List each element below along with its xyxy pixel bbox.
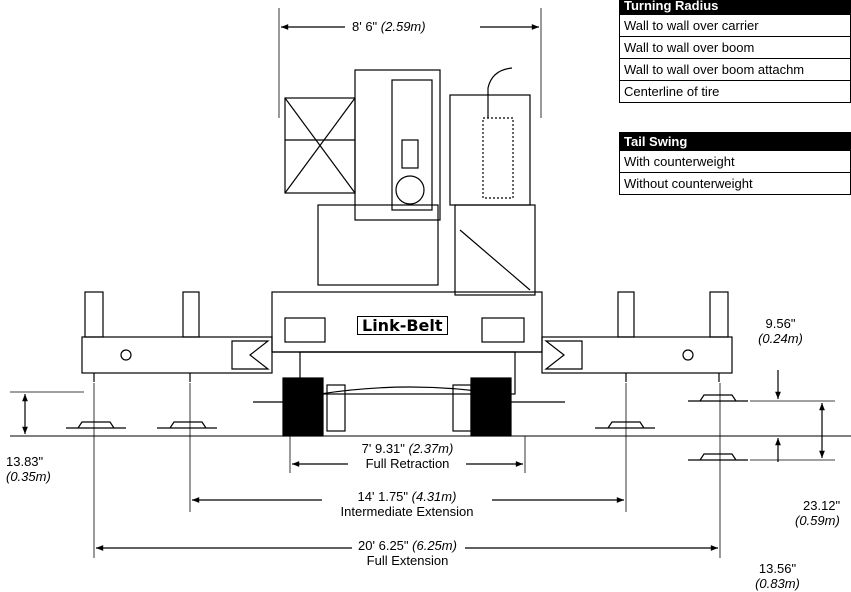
right-outrigger — [541, 291, 733, 382]
turning-radius-row: Wall to wall over carrier — [619, 14, 851, 37]
float-mid-label: 23.12" (0.59m) — [795, 498, 841, 528]
overall-width-label: 8' 6" (2.59m) — [352, 19, 426, 34]
turning-radius-row: Wall to wall over boom attachm — [619, 58, 851, 81]
full-extension-label: 20' 6.25" (6.25m) Full Extension — [358, 538, 457, 568]
full-retraction-label: 7' 9.31" (2.37m) Full Retraction — [361, 441, 454, 471]
turning-radius-row: Wall to wall over boom — [619, 36, 851, 59]
turning-radius-row: Centerline of tire — [619, 80, 851, 103]
float-pads — [66, 394, 748, 461]
float-top-label: 9.56" (0.24m) — [758, 316, 803, 346]
brand-logo: Link-Belt — [357, 316, 448, 335]
turning-radius-table: Turning Radius Wall to wall over carrier… — [619, 0, 851, 103]
tail-swing-row: With counterweight — [619, 150, 851, 173]
tail-swing-row: Without counterweight — [619, 172, 851, 195]
turning-radius-title: Turning Radius — [619, 0, 851, 15]
intermediate-extension-label: 14' 1.75" (4.31m) Intermediate Extension — [340, 489, 474, 519]
tires — [282, 377, 512, 437]
float-low-label: 13.56" (0.83m) — [755, 561, 800, 591]
left-outrigger — [81, 291, 273, 382]
left-float-height-label: 13.83" (0.35m) — [6, 454, 51, 484]
crane-upper-structure — [284, 67, 536, 296]
tail-swing-title: Tail Swing — [619, 132, 851, 151]
tail-swing-table: Tail Swing With counterweight Without co… — [619, 132, 851, 195]
